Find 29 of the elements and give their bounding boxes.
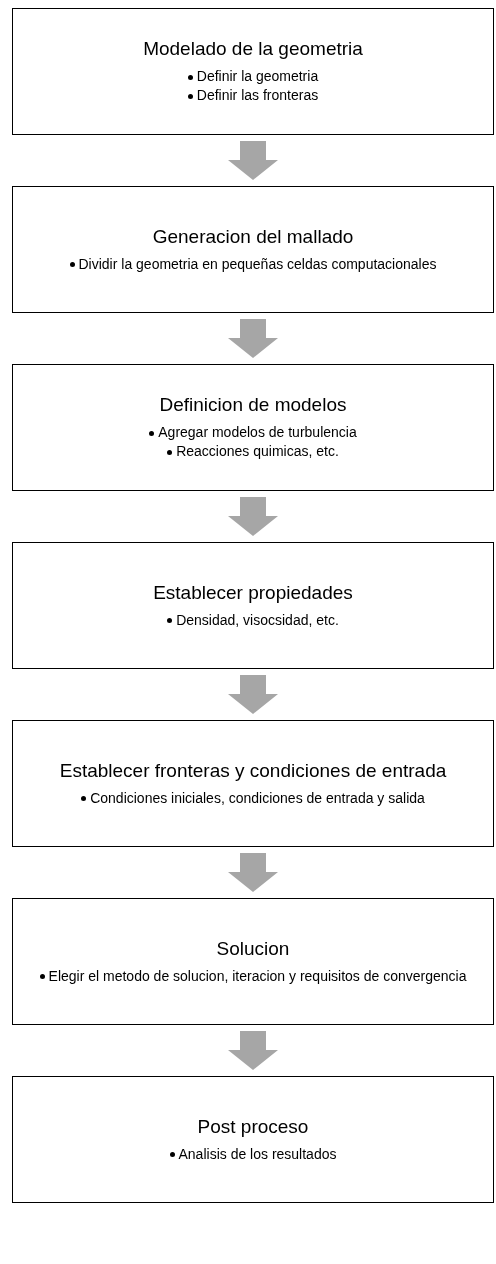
block-arrow	[228, 675, 278, 714]
block-arrow	[228, 497, 278, 536]
bullet-item: Reacciones quimicas, etc.	[176, 443, 339, 460]
process-box	[12, 1076, 494, 1203]
step-title: Establecer propiedades	[153, 580, 353, 605]
bullet-item: Analisis de los resultados	[178, 1145, 337, 1162]
step-title: Definicion de modelos	[159, 393, 347, 417]
step-title: Establecer fronteras y condiciones de entrada	[59, 758, 447, 783]
step-title: Post proceso	[197, 1114, 309, 1139]
process-box	[12, 720, 494, 847]
process-box	[12, 186, 494, 313]
block-arrow	[228, 1031, 278, 1070]
process-box	[12, 898, 494, 1025]
block-arrow	[228, 853, 278, 892]
process-box	[12, 8, 494, 135]
process-box	[12, 364, 494, 491]
bullet-item: Condiciones iniciales, condiciones de entrada y salida	[90, 789, 425, 806]
step-title: Solucion	[216, 936, 290, 961]
step-title: Generacion del mallado	[152, 224, 354, 249]
bullet-item: Definir la geometria	[196, 67, 319, 84]
bullet-item: Elegir el metodo de solucion, iteracion y requisitos de convergencia	[48, 967, 467, 984]
block-arrow	[228, 319, 278, 358]
bullet-item: Agregar modelos de turbulencia	[158, 423, 357, 440]
block-arrow	[228, 141, 278, 180]
bullet-item: Dividir la geometria en pequeñas celdas computacionales	[78, 255, 437, 272]
process-box	[12, 542, 494, 669]
bullet-item: Densidad, visocsidad, etc.	[176, 611, 339, 628]
step-title: Modelado de la geometria	[143, 37, 363, 61]
bullet-item: Definir las fronteras	[196, 87, 319, 104]
